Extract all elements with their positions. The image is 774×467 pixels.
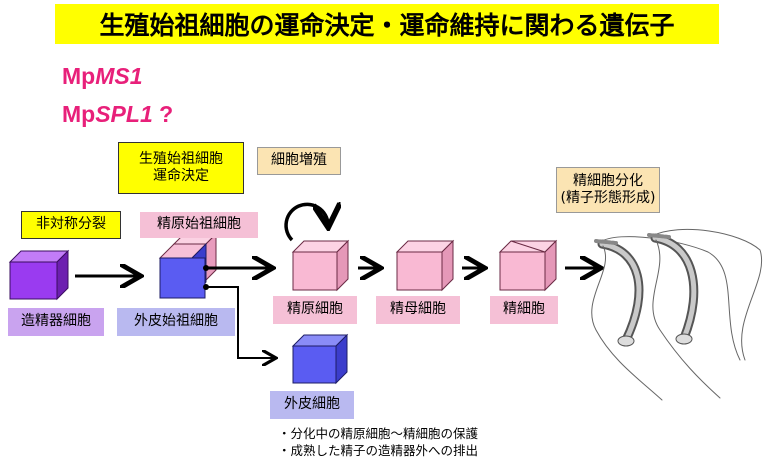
epidermal-cell-label: 外皮細胞 [270, 391, 354, 419]
asymmetric-division-label: 非対称分裂 [21, 211, 121, 239]
gene-prefix: Mp [62, 63, 96, 89]
fate-determination-line1: 生殖始祖細胞 [139, 150, 223, 167]
gene-suffix: ? [152, 101, 174, 127]
gene-label-ms1: MpMS1 [62, 63, 143, 90]
epidermal-cell-cube [291, 333, 349, 385]
spermatogonium-cube [291, 239, 350, 292]
arrow-to-epidermal [206, 286, 274, 358]
sperm-illustration [591, 228, 763, 401]
differentiation-line1: 精細胞分化 [573, 172, 643, 189]
spermatogenic-progenitor-label: 精原始祖細胞 [140, 212, 258, 238]
note-item: ・成熟した精子の造精器外への排出 [278, 443, 479, 458]
antheridium-cell-cube [8, 249, 70, 301]
differentiation-line2: (精子形態形成) [560, 190, 656, 206]
note-item: ・分化中の精原細胞〜精細胞の保護 [278, 426, 479, 441]
spermatid-cube [498, 239, 558, 292]
spermatocyte-label: 精母細胞 [376, 296, 460, 324]
cell-proliferation-label: 細胞増殖 [257, 147, 341, 175]
antheridium-cell-label: 造精器細胞 [8, 308, 104, 336]
fate-determination-label: 生殖始祖細胞運命決定 [118, 142, 244, 194]
gene-name: MS1 [95, 63, 143, 89]
junction-dot-upper [203, 265, 209, 271]
function-notes: ・分化中の精原細胞〜精細胞の保護 ・成熟した精子の造精器外への排出 [278, 425, 478, 459]
page-title: 生殖始祖細胞の運命決定・運命維持に関わる遺伝子 [55, 4, 719, 44]
differentiation-label: 精細胞分化(精子形態形成) [556, 167, 660, 213]
gene-prefix: Mp [62, 101, 96, 127]
proliferation-cycle-arrow [284, 204, 328, 242]
epidermal-progenitor-label: 外皮始祖細胞 [117, 308, 235, 336]
gene-label-spl1: MpSPL1 ? [62, 101, 173, 128]
spermatocyte-cube [395, 239, 455, 292]
spermatogonium-label: 精原細胞 [273, 296, 357, 324]
gene-name: SPL1 [95, 101, 153, 127]
fate-determination-line2: 運命決定 [153, 168, 209, 184]
spermatid-label: 精細胞 [490, 296, 558, 324]
